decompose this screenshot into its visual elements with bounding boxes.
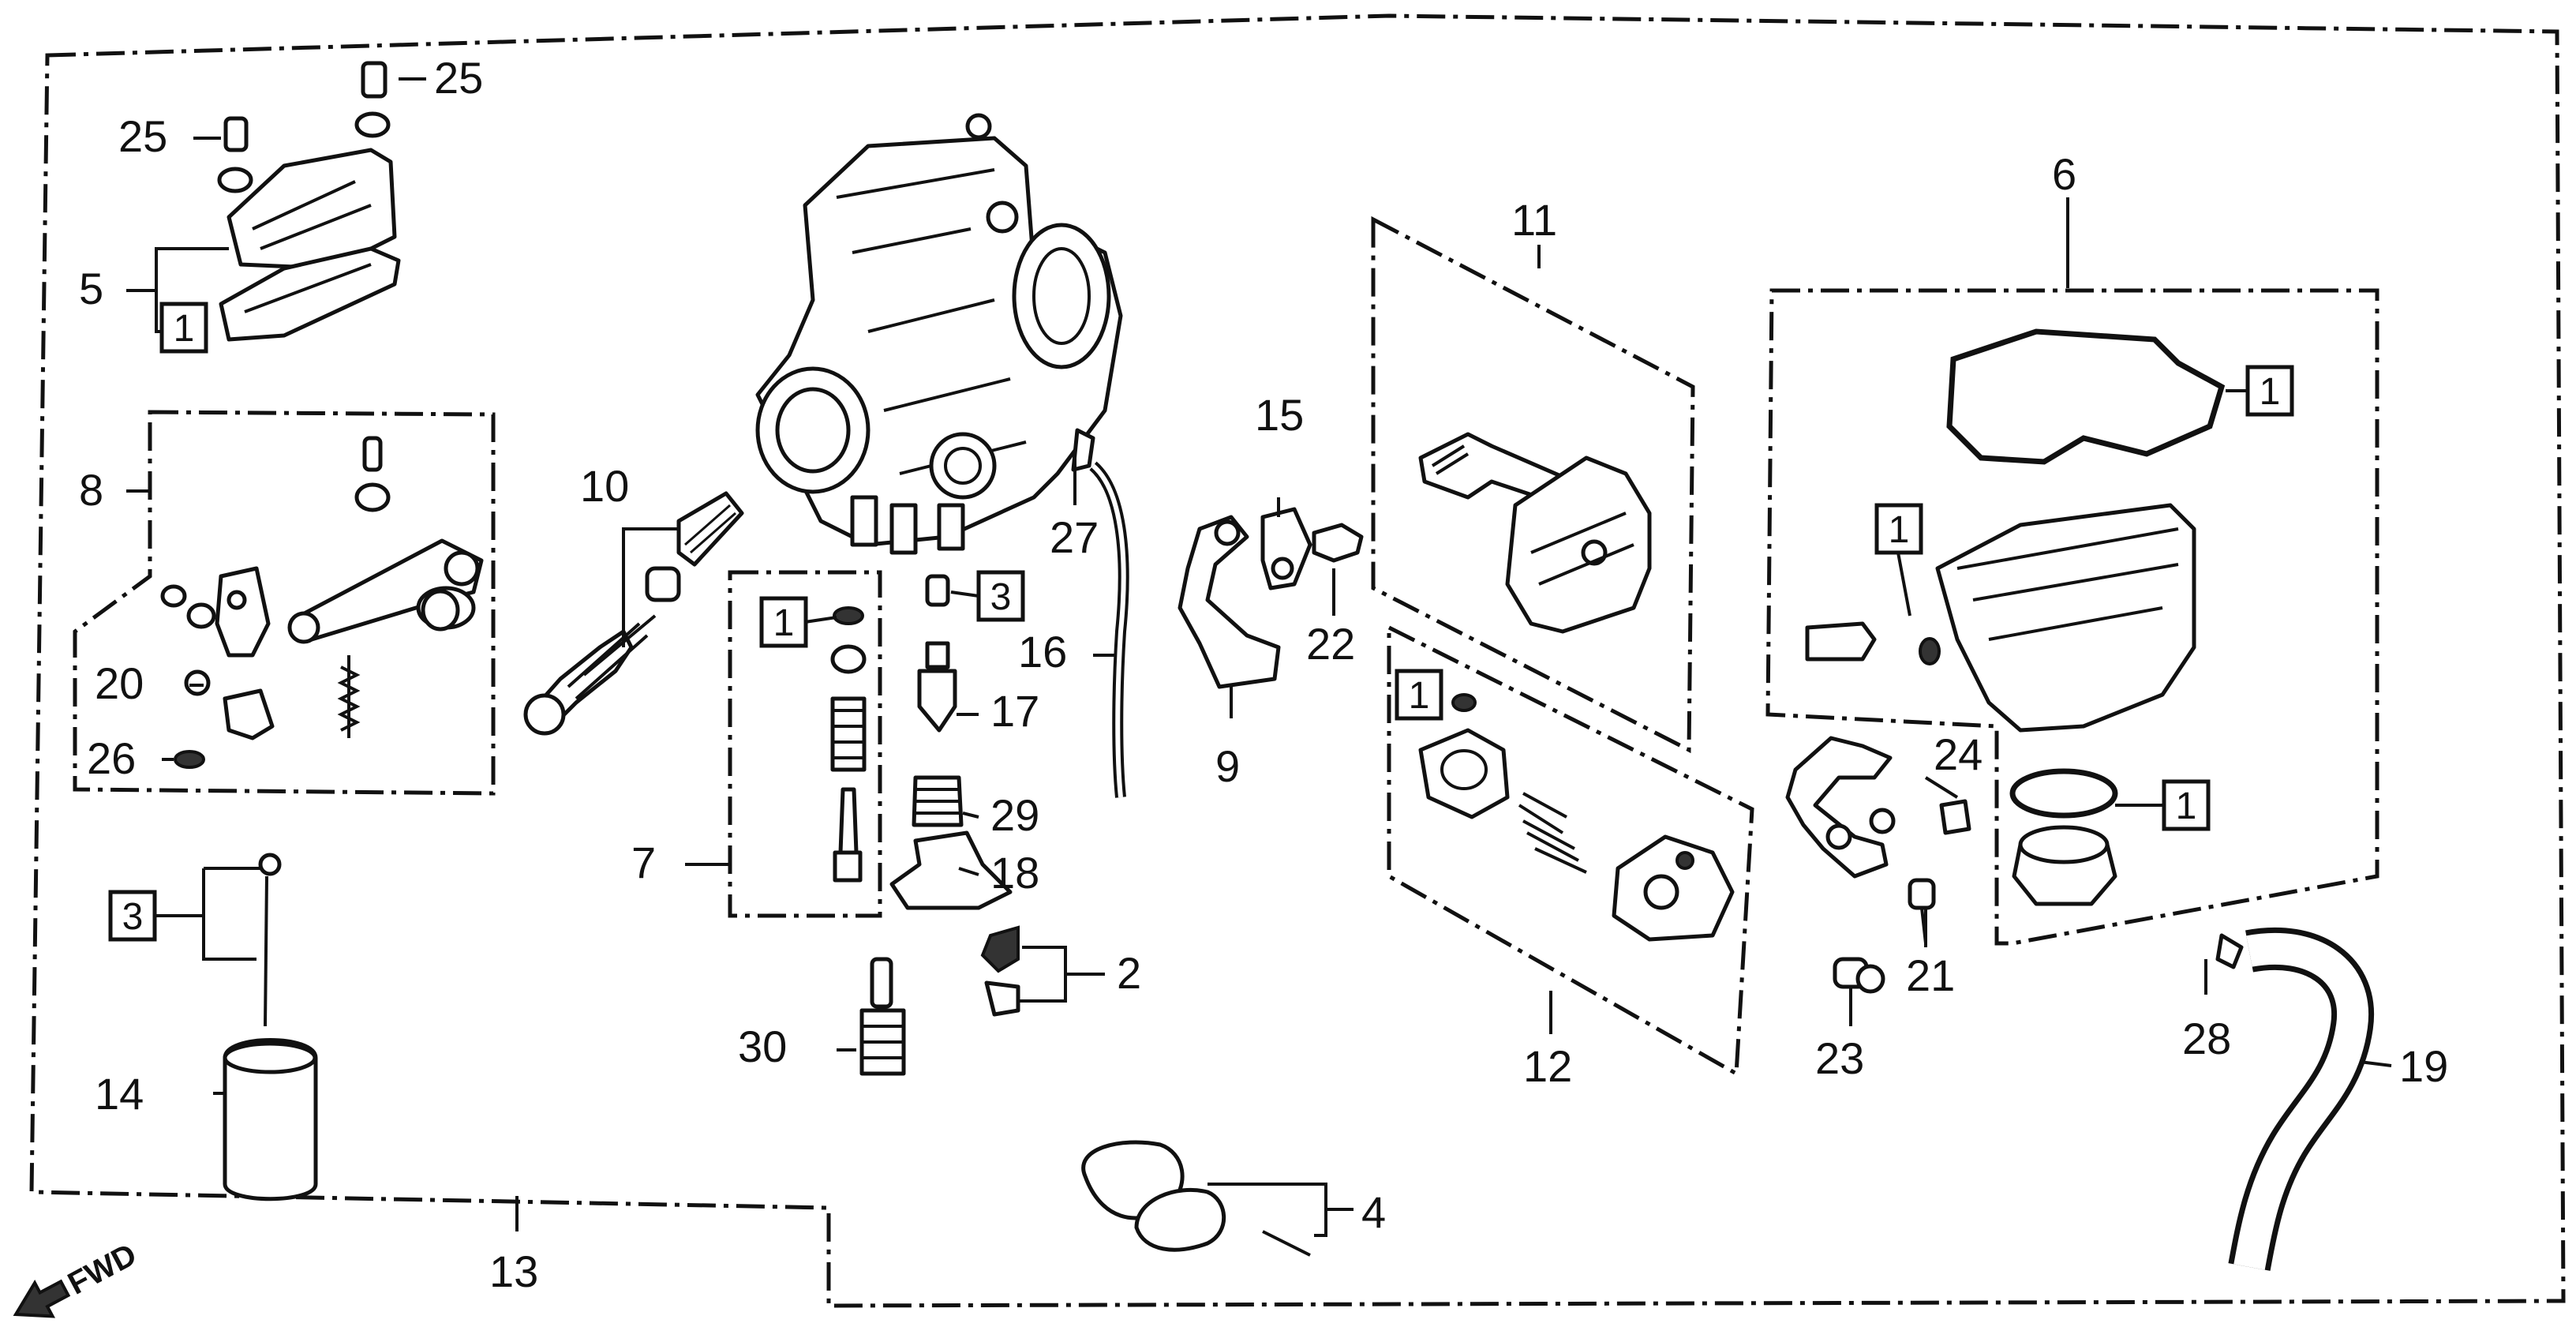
svg-text:3: 3 <box>122 896 144 938</box>
callout-26: 26 <box>87 733 136 783</box>
jet-needle-part <box>830 606 867 883</box>
callout-5: 5 <box>79 264 103 313</box>
throttle-arm-part <box>160 436 484 769</box>
jet-holder-part <box>980 925 1020 1017</box>
accelerator-pump-part <box>1418 693 1735 942</box>
group-12-boundary <box>1387 624 1754 1078</box>
top-cover-part <box>219 148 401 342</box>
callout-9: 9 <box>1215 741 1240 791</box>
callout-25-left: 25 <box>118 111 167 161</box>
callout-12: 12 <box>1523 1041 1572 1091</box>
key-box-1-bowl: 1 <box>1874 503 1923 555</box>
idle-lever-part <box>1785 736 1971 994</box>
float-part <box>1081 1140 1311 1257</box>
key-box-1-pump: 1 <box>1395 669 1443 721</box>
svg-text:1: 1 <box>1409 675 1430 717</box>
callout-labels: 25 25 5 8 20 26 10 7 17 29 18 30 2 27 16… <box>79 53 2448 1296</box>
callout-4: 4 <box>1361 1187 1386 1237</box>
callout-21: 21 <box>1906 950 1955 1000</box>
key-box-1-gasket: 1 <box>2245 365 2294 417</box>
svg-text:1: 1 <box>773 602 795 644</box>
key-box-1-cover: 1 <box>159 302 208 354</box>
callout-6: 6 <box>2052 149 2076 199</box>
callout-22: 22 <box>1306 619 1355 669</box>
callout-10: 10 <box>580 461 629 511</box>
callout-20: 20 <box>95 658 144 708</box>
svg-text:1: 1 <box>2260 371 2281 413</box>
svg-text:1: 1 <box>1889 509 1910 551</box>
forward-arrow-icon <box>13 1279 71 1318</box>
callout-19: 19 <box>2399 1041 2448 1091</box>
callout-18: 18 <box>990 848 1039 898</box>
callout-14: 14 <box>95 1069 144 1119</box>
callout-15: 15 <box>1255 390 1304 440</box>
key-box-1-plug: 1 <box>2162 779 2211 831</box>
leader-lines <box>126 77 2392 1237</box>
choke-lever-part <box>1178 507 1364 689</box>
float-bowl-part <box>1805 503 2196 733</box>
drain-plug-part <box>2009 768 2118 906</box>
callout-8: 8 <box>79 465 103 515</box>
callout-11: 11 <box>1511 195 1557 245</box>
main-jet-part <box>859 574 1013 1076</box>
screw-25-right <box>354 61 391 138</box>
callout-13: 13 <box>489 1246 538 1296</box>
group-6-boundary <box>1765 288 2379 946</box>
group-11-boundary <box>1371 216 1695 754</box>
callout-2: 2 <box>1117 948 1141 998</box>
assembly-boundary <box>29 13 2566 1308</box>
svg-text:1: 1 <box>2176 785 2197 827</box>
callout-25-right: 25 <box>434 53 483 103</box>
callout-24: 24 <box>1934 729 1983 779</box>
key-box-3-jet: 3 <box>976 570 1025 622</box>
callout-7: 7 <box>631 838 656 887</box>
float-gasket-part <box>1946 328 2226 465</box>
svg-text:1: 1 <box>174 308 195 350</box>
callout-30: 30 <box>738 1021 787 1071</box>
callout-23: 23 <box>1815 1033 1864 1083</box>
overflow-tube-part <box>2215 927 2375 1271</box>
svg-text:3: 3 <box>990 576 1012 618</box>
throttle-stop-screw-part <box>523 491 744 736</box>
forward-direction-marker: FWD <box>13 1237 142 1318</box>
callout-29: 29 <box>990 790 1039 840</box>
vacuum-piston-part <box>223 853 318 1201</box>
vent-tube-part <box>1071 428 1129 798</box>
throttle-shaft-part <box>1418 432 1652 634</box>
carburetor-body <box>755 113 1123 555</box>
group-7-boundary <box>728 570 882 918</box>
callout-16: 16 <box>1018 627 1067 677</box>
group-8-boundary <box>73 410 496 796</box>
svg-text:FWD: FWD <box>62 1237 142 1302</box>
key-box-1-jet: 1 <box>759 596 808 648</box>
callout-17: 17 <box>990 686 1039 736</box>
callout-28: 28 <box>2182 1014 2231 1063</box>
callout-27: 27 <box>1050 512 1099 562</box>
screw-25-left <box>217 116 253 193</box>
key-box-3-needle: 3 <box>108 890 157 942</box>
